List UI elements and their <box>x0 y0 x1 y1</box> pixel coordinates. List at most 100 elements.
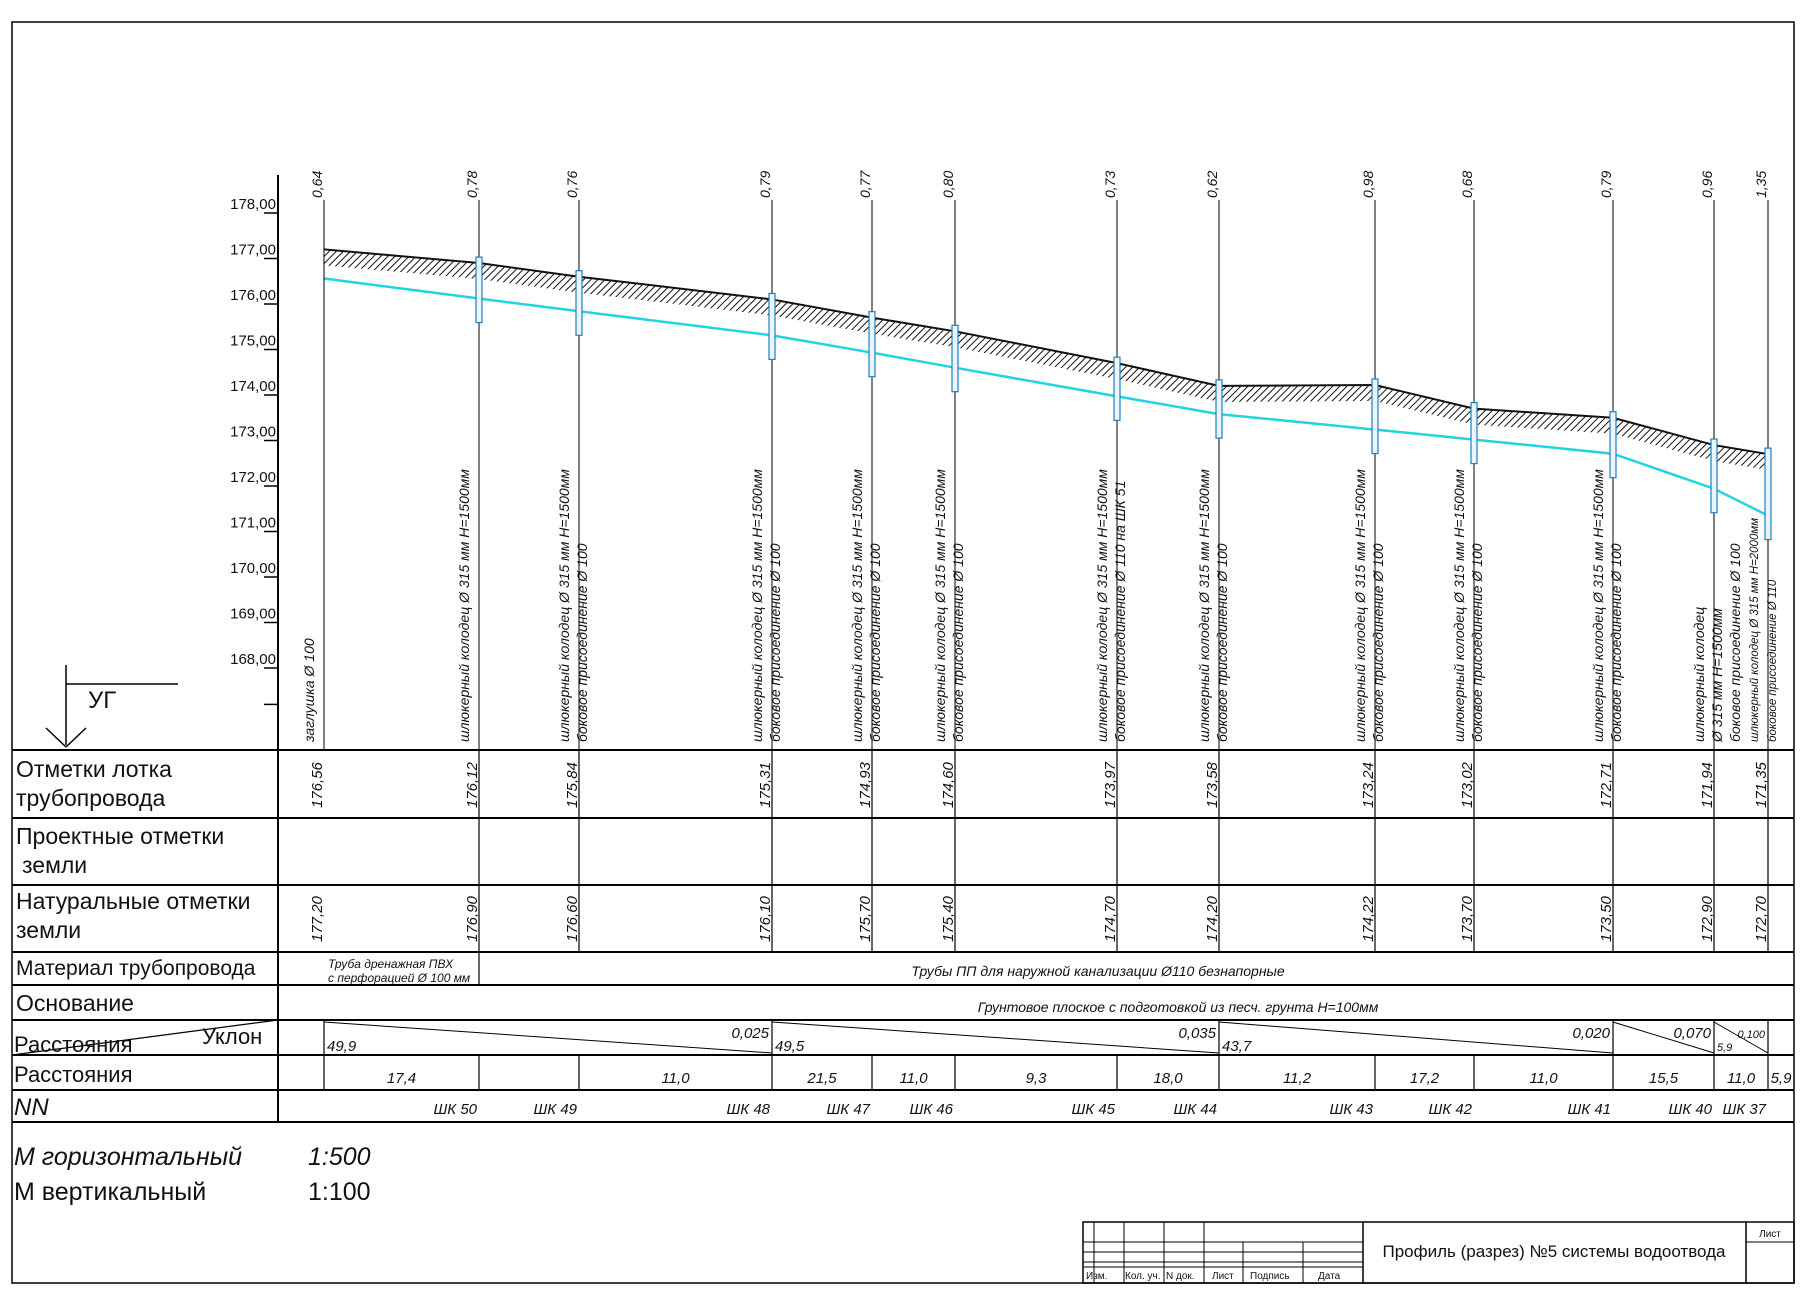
material-drain-2: с перфорацией Ø 100 мм <box>328 971 470 985</box>
well-name: ШК 42 <box>1429 1101 1473 1118</box>
tb-col-izm: Изм. <box>1086 1271 1107 1282</box>
invert-elevation: 175,31 <box>757 762 774 808</box>
ground-elevation: 177,20 <box>309 895 326 942</box>
ground-elevation: 174,70 <box>1102 895 1119 942</box>
well-label: боковое присоединение Ø 100 <box>950 543 966 742</box>
tb-col-list: Лист <box>1212 1271 1234 1282</box>
well-label: шлюкерный колодец Ø 315 мм Н=1500мм <box>749 469 765 742</box>
slope-length: 49,5 <box>775 1038 805 1055</box>
depth-label: 0,64 <box>309 171 325 198</box>
slope-value: 0,020 <box>1572 1025 1610 1042</box>
distance-value: 11,0 <box>899 1070 928 1087</box>
tb-col-ndok: N док. <box>1166 1271 1195 1282</box>
well-label: шлюкерный колодец Ø 315 мм Н=1500мм <box>1352 469 1368 742</box>
slope-length: 43,7 <box>1222 1038 1252 1055</box>
distance-value: 17,4 <box>387 1070 416 1087</box>
ground-elevation: 173,50 <box>1598 895 1615 942</box>
slope-diagonal <box>1612 1021 1715 1054</box>
ground-elevation: 172,70 <box>1753 895 1770 942</box>
distance-value: 11,0 <box>1727 1070 1756 1087</box>
ug-marker: УГ <box>45 665 178 748</box>
well-label: боковое присоединение Ø 100 <box>1608 543 1624 742</box>
axis-tick-label: 172,00 <box>230 469 276 486</box>
sheet-frame <box>11 21 1795 1284</box>
well-name: ШК 47 <box>827 1101 871 1118</box>
well-label: боковое присоединение Ø 100 <box>574 543 590 742</box>
well-label: шлюкерный колодец Ø 315 мм Н=1500мм <box>1451 469 1467 742</box>
invert-elevation: 173,02 <box>1459 761 1476 808</box>
well-label: шлюкерный колодец Ø 315 мм Н=1500мм <box>932 469 948 742</box>
tb-col-data: Дата <box>1318 1271 1341 1282</box>
slope-value: 0,070 <box>1673 1025 1711 1042</box>
well-body <box>475 256 483 324</box>
row-header-material: Материал трубопровода <box>16 957 256 980</box>
distance-value: 11,0 <box>1529 1070 1558 1087</box>
well-label: заглушка Ø 100 <box>301 638 317 743</box>
invert-elevation: 176,12 <box>464 761 481 808</box>
row-header-slope: Уклон <box>202 1024 262 1049</box>
well-name: ШК 40 <box>1669 1101 1713 1118</box>
profile-table: Отметки лотка трубопровода Проектные отм… <box>11 749 1794 1123</box>
tb-title: Профиль (разрез) №5 системы водоотвода <box>1382 1242 1726 1261</box>
axis-tick-label: 168,00 <box>230 651 276 668</box>
row-header-base: Основание <box>16 990 134 1016</box>
well-label: боковое присоединение Ø 100 <box>1214 543 1230 742</box>
well-label: боковое присоединение Ø 100 <box>1727 543 1743 742</box>
axis-tick-label: 175,00 <box>230 333 276 350</box>
distance-value: 21,5 <box>806 1070 837 1087</box>
depth-label: 0,79 <box>1598 171 1614 198</box>
station-lines: 0,64 заглушка Ø 100 0,78 шлюкерный колодец … <box>301 170 1779 750</box>
well-name: ШК 43 <box>1330 1101 1374 1118</box>
depth-label: 0,77 <box>857 170 873 198</box>
well-name: ШК 48 <box>727 1101 771 1118</box>
well-body <box>951 324 959 393</box>
distance-value: 11,0 <box>661 1070 690 1087</box>
ground-elevation: 176,60 <box>564 895 581 942</box>
row-header-natural: Натуральные отметки <box>16 888 250 914</box>
axis-tick-label: 174,00 <box>230 378 276 395</box>
invert-elevation: 174,93 <box>857 761 874 808</box>
depth-label: 0,73 <box>1102 171 1118 198</box>
slope-value: 0,035 <box>1178 1025 1216 1042</box>
well-name: ШК 41 <box>1568 1101 1612 1118</box>
elevation-axis: 178,00177,00176,00175,00174,00173,00172,… <box>230 175 279 750</box>
well-body <box>1710 438 1718 514</box>
scale-horizontal-label: М горизонтальный <box>14 1143 242 1171</box>
invert-elevation: 171,94 <box>1699 762 1716 808</box>
ground-elevation: 172,90 <box>1699 895 1716 942</box>
slope-value: 0,025 <box>731 1025 769 1042</box>
scale-vertical-value: 1:100 <box>308 1178 371 1206</box>
depth-label: 0,79 <box>757 171 773 198</box>
slope-length: 5,9 <box>1717 1042 1732 1054</box>
well-body <box>1609 411 1617 479</box>
well-name: ШК 45 <box>1072 1101 1116 1118</box>
well-label: шлюкерный колодец Ø 315 мм Н=1500мм <box>1094 469 1110 742</box>
ground-elevation: 176,90 <box>464 895 481 942</box>
well-body <box>1113 356 1121 421</box>
invert-elevation: 172,71 <box>1598 762 1615 808</box>
well-body <box>1470 402 1478 465</box>
row-header-design: Проектные отметки <box>16 823 224 849</box>
slope-diagonal <box>1218 1021 1614 1054</box>
slope-diagonal <box>1713 1021 1769 1054</box>
distance-value: 9,3 <box>1026 1070 1048 1087</box>
tb-sheet: Лист <box>1759 1229 1781 1240</box>
tb-col-kol: Кол. уч. <box>1125 1271 1161 1282</box>
slope-length: 49,9 <box>327 1038 357 1055</box>
table-cells: 176,56177,20176,12176,90175,84176,60175,… <box>309 750 1792 1118</box>
well-label: шлюкерный колодец Ø 315 мм Н=1500мм <box>456 469 472 742</box>
well-label: боковое присоединение Ø 100 <box>1469 543 1485 742</box>
well-label: боковое присоединение Ø 100 <box>767 543 783 742</box>
axis-tick-label: 178,00 <box>230 196 276 213</box>
depth-label: 0,78 <box>464 171 480 198</box>
ground-elevation: 174,22 <box>1360 895 1377 942</box>
ground-elevation: 175,70 <box>857 895 874 942</box>
axis-tick-label: 173,00 <box>230 424 276 441</box>
well-body <box>1764 447 1772 541</box>
depth-label: 0,76 <box>564 171 580 198</box>
pipe-line <box>323 277 1769 517</box>
well-label: Ø 315 мм Н=1500мм <box>1709 608 1725 743</box>
row-header-slope-dist: Расстояния <box>14 1032 133 1057</box>
material-drain: Труба дренажная ПВХ <box>328 957 454 971</box>
